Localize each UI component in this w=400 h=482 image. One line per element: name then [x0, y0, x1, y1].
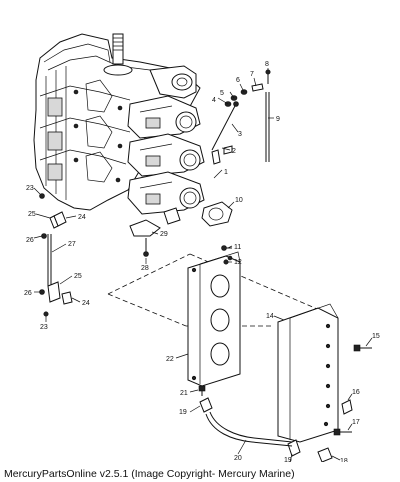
callout-25-lower: 25: [74, 273, 82, 280]
callout-17: 17: [352, 419, 360, 426]
callout-15: 15: [372, 333, 380, 340]
image-caption: MercuryPartsOnline v2.5.1 (Image Copyrig…: [4, 468, 295, 480]
callout-labels: 1 2 3 4 5 6 7 8 9 10 11 12 14 15 16 17 1…: [24, 61, 380, 462]
callout-5: 5: [220, 90, 224, 97]
callout-14: 14: [266, 313, 274, 320]
cover-plate-14: [277, 303, 339, 443]
gasket-10: [201, 201, 233, 227]
callout-19-upper: 19: [179, 409, 187, 416]
bracket-28-29: [129, 219, 161, 257]
callout-11: 11: [234, 244, 241, 251]
callout-10: 10: [235, 197, 243, 204]
callout-8: 8: [265, 61, 269, 68]
callout-2: 2: [232, 148, 236, 155]
callout-23-upper: 23: [26, 185, 34, 192]
callout-26-upper: 26: [26, 237, 34, 244]
callout-leaders: [33, 68, 373, 462]
callout-21: 21: [180, 390, 188, 397]
callout-24-lower: 24: [82, 300, 90, 307]
cylinder-block: [33, 33, 201, 211]
callout-23-lower: 23: [40, 324, 48, 331]
callout-25-upper: 25: [28, 211, 36, 218]
fasteners: [198, 245, 372, 462]
callout-28: 28: [141, 265, 149, 272]
hose-20: [205, 411, 293, 447]
callout-1: 1: [224, 169, 228, 176]
callout-19-lower: 19: [284, 457, 292, 462]
callout-16: 16: [352, 389, 360, 396]
cover-plate-22: [187, 251, 241, 387]
exploded-parts-diagram: 1 2 3 4 5 6 7 8 9 10 11 12 14 15 16 17 1…: [24, 33, 380, 462]
callout-27: 27: [68, 241, 76, 248]
callout-26-lower: 26: [24, 290, 32, 297]
callout-24-upper: 24: [78, 214, 86, 221]
callout-6: 6: [236, 77, 240, 84]
callout-9: 9: [276, 116, 280, 123]
callout-20: 20: [234, 455, 242, 462]
callout-22: 22: [166, 356, 174, 363]
callout-29: 29: [160, 231, 168, 238]
callout-3: 3: [238, 131, 242, 138]
callout-18: 18: [340, 458, 348, 462]
carburetor-assembly: [127, 95, 205, 225]
callout-4: 4: [212, 97, 216, 104]
throttle-link: [39, 193, 73, 317]
linkage-parts: [211, 69, 271, 165]
callout-12: 12: [234, 259, 242, 266]
callout-7: 7: [250, 71, 254, 78]
